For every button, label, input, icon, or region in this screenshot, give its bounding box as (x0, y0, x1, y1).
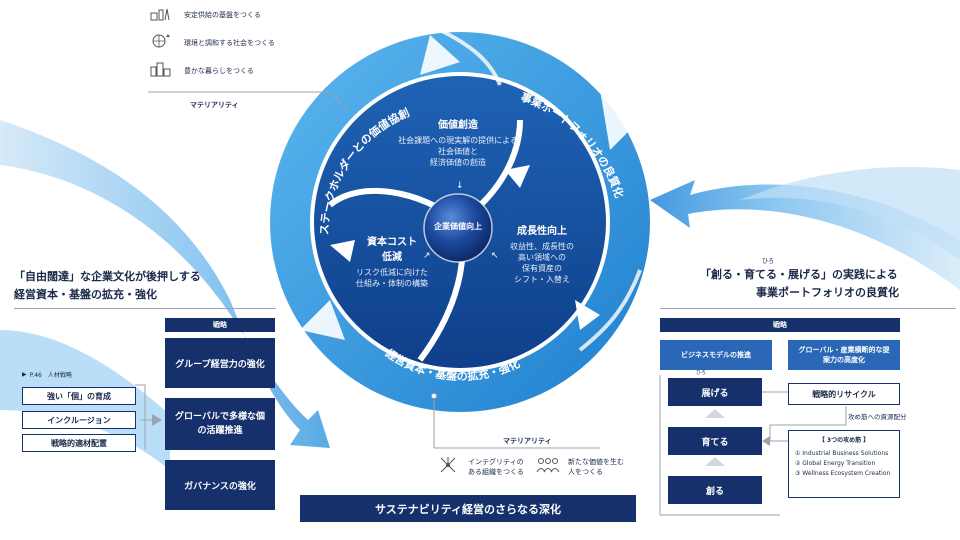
down-arrow-icon: ↓ (456, 181, 464, 191)
materiality-label: 安定供給の基盤をつくる (184, 11, 261, 19)
hr-item-individual: 強い「個」の育成 (22, 387, 136, 405)
growth-line: 保有資産の (522, 264, 562, 273)
right-heading: ひろ 「創る・育てる・展げる」の実践による 事業ポートフォリオの良質化 (700, 256, 960, 302)
right-heading-line2: 事業ポートフォリオの良質化 (756, 286, 899, 299)
materiality-top-title: マテリアリティ (190, 101, 239, 109)
strategy-governance: ガバナンスの強化 (165, 460, 275, 510)
materiality-item: インテグリティの ある組織をつくる (438, 456, 524, 478)
value-creation-block: 価値創造 社会課題への現実解の提供による 社会価値と 経済価値の創造 (370, 116, 546, 168)
growth-line: 収益性、成長性の (510, 242, 574, 251)
stage-create: 創る (668, 476, 762, 504)
power-plant-icon (150, 6, 174, 25)
proposal-capability-box: グローバル・産業横断的な提案力の高度化 (788, 340, 900, 370)
materiality-label: 環境と調和する社会をつくる (184, 39, 275, 47)
stage-nurture: 育てる (668, 427, 762, 455)
stairs-ruby: ひろ (696, 370, 707, 376)
globe-icon (150, 33, 174, 53)
left-heading-line1: 「自由闊達」な企業文化が後押しする (14, 270, 201, 283)
hr-item-inclusion: インクルージョン (22, 411, 136, 429)
focus-title: 【 3つの攻め筋 】 (818, 437, 870, 444)
stage-expand: 展げる (668, 378, 762, 406)
materiality-bottom-title: マテリアリティ (503, 437, 552, 445)
materiality-label: 人をつくる (568, 468, 603, 476)
value-creation-line: 経済価値の創造 (430, 158, 486, 167)
materiality-item: 環境と調和する社会をつくる (150, 34, 275, 52)
play-icon: ▶ (22, 371, 27, 378)
materiality-item: 安定供給の基盤をつくる (150, 6, 275, 24)
right-strategy-header: 戦略 (660, 318, 900, 332)
focus-areas-box: 【 3つの攻め筋 】 ① Industrial Business Solutio… (788, 430, 900, 498)
left-heading: 「自由闊達」な企業文化が後押しする 経営資本・基盤の拡充・強化 (14, 268, 201, 304)
hr-item-placement: 戦略的適材配置 (22, 434, 136, 452)
growth-line: 高い領域への (518, 253, 566, 262)
materiality-label: インテグリティの (468, 458, 524, 466)
heading-ruby: ひろ (762, 258, 775, 265)
value-creation-title: 価値創造 (438, 120, 478, 131)
materiality-label: ある組織をつくる (468, 468, 524, 476)
center-sphere (424, 194, 492, 262)
strategy-group-management: グループ経営力の強化 (165, 338, 275, 388)
materiality-item: 豊かな暮らしをつくる (150, 62, 275, 80)
right-heading-line1: 「創る・育てる・展げる」の実践による (700, 268, 898, 281)
business-model-box: ビジネスモデルの推進 (660, 340, 772, 370)
people-icon (536, 456, 562, 478)
focus-item: ② Global Energy Transition (795, 460, 876, 467)
left-swoosh-arrow (0, 120, 330, 448)
cost-line: リスク低減に向けた (356, 268, 428, 277)
sustainability-banner: サステナビリティ経営のさらなる深化 (300, 495, 636, 522)
focus-item: ③ Wellness Ecosystem Creation (795, 470, 891, 477)
cost-line: 仕組み・体制の構築 (356, 279, 428, 288)
strategic-recycle-box: 戦略的リサイクル (788, 383, 900, 405)
cost-title: 資本コスト (367, 237, 417, 248)
growth-title: 成長性向上 (517, 226, 567, 237)
focus-item: ① Industrial Business Solutions (795, 450, 889, 457)
cost-title2: 低減 (382, 252, 402, 263)
materiality-top: 安定供給の基盤をつくる 環境と調和する社会をつくる 豊かな暮らしをつくる (150, 6, 275, 80)
right-swoosh-wide (740, 166, 960, 260)
value-creation-line: 社会価値と (438, 147, 478, 156)
growth-line: シフト・入替え (514, 275, 570, 284)
center-label: 企業価値向上 (434, 222, 482, 231)
resource-allocation-label: 攻め筋への資源配分 (848, 413, 907, 421)
up-right-arrow-icon: ↗ (423, 251, 431, 261)
materiality-label: 新たな価値を生む (568, 458, 624, 466)
hr-strategy-link[interactable]: P.46 人材戦略 (29, 372, 72, 379)
right-divider (660, 308, 956, 309)
value-creation-line: 社会課題への現実解の提供による (398, 136, 518, 145)
hr-strategy-tag[interactable]: ▶ P.46 人材戦略 (22, 370, 72, 379)
left-strategy-header: 戦略 (165, 318, 275, 332)
city-icon (150, 61, 174, 81)
growth-block: 成長性向上 収益性、成長性の 高い領域への 保有資産の シフト・入替え (492, 222, 592, 285)
materiality-item: 新たな価値を生む 人をつくる (536, 456, 624, 478)
strategy-global-diversity: グローバルで多様な個の活躍推進 (165, 398, 275, 450)
cost-block: 資本コスト 低減 リスク低減に向けた 仕組み・体制の構築 (340, 233, 444, 289)
materiality-label: 豊かな暮らしをつくる (184, 67, 254, 75)
network-icon (438, 456, 460, 478)
left-divider (14, 308, 276, 309)
up-left-arrow-icon: ↖ (491, 251, 499, 261)
left-heading-line2: 経営資本・基盤の拡充・強化 (14, 288, 157, 301)
